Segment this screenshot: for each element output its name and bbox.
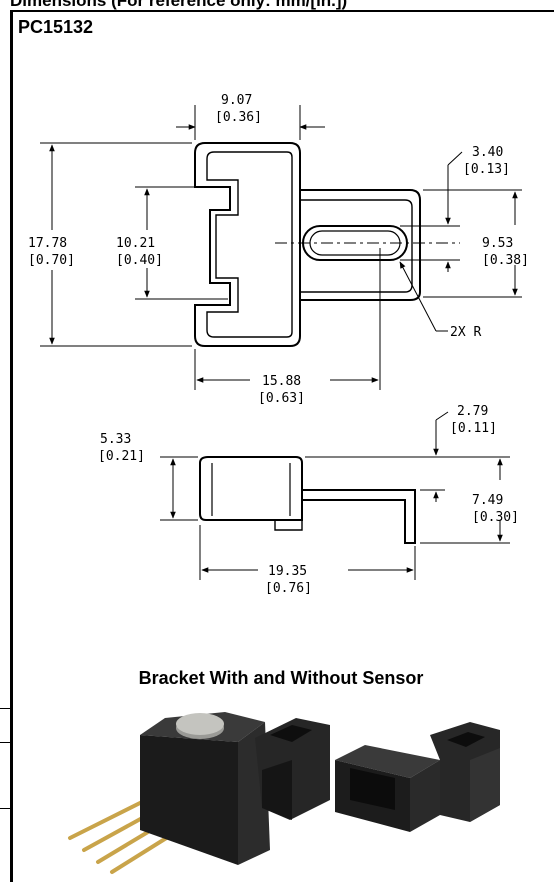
dim-text: 17.78: [28, 236, 67, 251]
table-row-divider: [0, 708, 11, 709]
dim-width-top: [176, 105, 325, 140]
table-row-divider: [0, 808, 11, 809]
dim-length-overall: [199, 525, 416, 580]
dim-height-overall-side: [420, 456, 510, 544]
bracket-without-sensor-image: [335, 722, 500, 832]
dim-text: [0.13]: [463, 162, 510, 177]
dim-text: 10.21: [116, 236, 155, 251]
photo-title: Bracket With and Without Sensor: [138, 668, 424, 688]
section-title: Dimensions (For reference only: mm/[in.]…: [10, 0, 348, 10]
dim-text: [0.70]: [28, 253, 75, 268]
dim-text: 3.40: [472, 145, 503, 160]
dim-text: [0.36]: [215, 110, 262, 125]
dim-text: [0.38]: [482, 253, 529, 268]
side-view-outline: [199, 456, 416, 544]
dim-radius-leader: [399, 261, 448, 332]
dim-text: [0.30]: [472, 510, 519, 525]
dim-slot-width: [400, 151, 463, 272]
dim-text: 7.49: [472, 493, 503, 508]
dim-text: [0.21]: [98, 449, 145, 464]
dim-slot-length: [194, 248, 381, 390]
frame-top-rule: [10, 10, 554, 12]
top-view-outline: [194, 142, 421, 347]
dim-text: 15.88: [262, 374, 301, 389]
dim-text: 9.07: [221, 93, 252, 108]
dim-text: 2X R: [450, 325, 481, 340]
dim-text: [0.76]: [265, 581, 312, 596]
part-number: PC15132: [18, 17, 94, 37]
dim-height-overall: [40, 142, 192, 347]
dim-tab-thickness: [305, 411, 449, 502]
dim-opening: [135, 186, 228, 300]
dim-height-body: [160, 456, 198, 521]
dim-text: 5.33: [100, 432, 131, 447]
dim-text: [0.11]: [450, 421, 497, 436]
dim-text: [0.40]: [116, 253, 163, 268]
dim-text: [0.63]: [258, 391, 305, 406]
dim-text: 9.53: [482, 236, 513, 251]
dim-arm-height: [423, 189, 522, 298]
bracket-with-sensor-image: [68, 712, 330, 874]
dim-text: 19.35: [268, 564, 307, 579]
table-row-divider: [0, 742, 11, 743]
frame-left-rule: [10, 10, 13, 882]
dim-text: 2.79: [457, 404, 488, 419]
